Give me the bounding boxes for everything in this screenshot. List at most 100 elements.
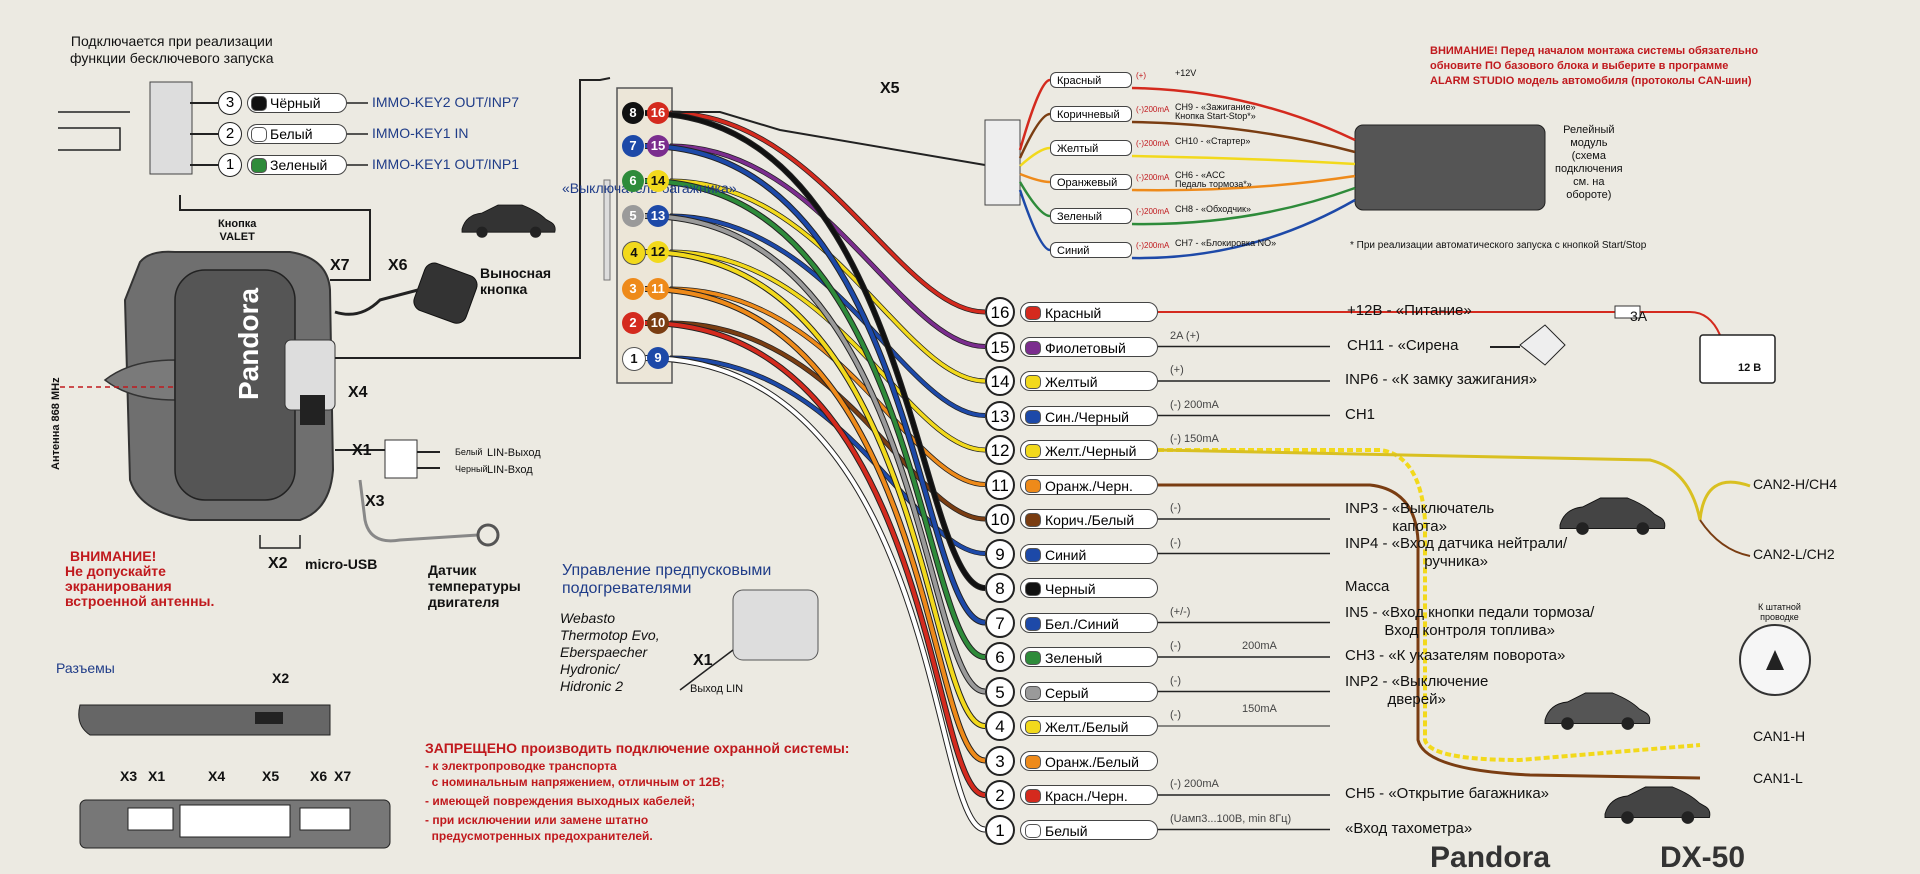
temp-sensor-cable: [358, 479, 479, 543]
can1-pair-brown: [1158, 483, 1701, 780]
conn-x4x5: [179, 804, 291, 838]
relay-channel-1: CH9 - «Зажигание» Кнопка Start-Stop*»: [1175, 102, 1256, 121]
wire-note-7: (+/-): [1170, 605, 1191, 618]
unit-brand-text: Pandora: [233, 288, 264, 400]
wire-function-5: INP2 - «Выключение дверей»: [1345, 672, 1489, 708]
wire-function-6: CH3 - «К указателям поворота»: [1345, 647, 1566, 664]
wire-3: [644, 287, 986, 763]
forbidden-item-2: - имеющей повреждения выходных кабелей;: [425, 794, 696, 808]
wire-color-name: Оранж./Черн.: [1045, 477, 1133, 494]
relay-footnote: * При реализации автоматического запуска…: [1350, 240, 1647, 251]
immo-swatch: [251, 127, 267, 142]
lin2-color: Черный: [455, 464, 488, 474]
lin-out-label: LIN-Выход: [487, 447, 541, 459]
lamp-note: К штатной проводке: [1758, 602, 1801, 622]
relay-channel-2: CH10 - «Стартер»: [1175, 136, 1251, 146]
x5-pin-left-2: 2: [622, 312, 644, 334]
x3-label: X3: [365, 493, 385, 510]
wire-label-11: Оранж./Черн.: [1020, 474, 1158, 495]
remote-button-cable: [334, 288, 419, 316]
immo-color-name: Зеленый: [270, 157, 328, 173]
pin-number-16: 16: [985, 297, 1015, 327]
remote-button-label: Выносная кнопка: [480, 265, 552, 297]
x5-pin-left-6: 6: [622, 170, 644, 192]
relay-channel-5: CH7 - «Блокировка NO»: [1175, 238, 1277, 248]
relay-channel-0: +12V: [1175, 68, 1197, 78]
valet-label: Кнопка VALET: [218, 218, 257, 243]
wire-label-15: Фиолетовый: [1020, 336, 1158, 357]
wire-function-1: «Вход тахометра»: [1345, 819, 1473, 837]
lin1-color: Белый: [455, 447, 483, 457]
temp-sensor-ring: [476, 523, 500, 547]
forbidden-item-3: - при исключении или замене штатно преду…: [425, 813, 653, 843]
wire-note-9: (-): [1170, 536, 1181, 549]
can2-l-line: [1699, 519, 1751, 557]
relay-lead-right-2: [1131, 154, 1356, 166]
wire-12: [669, 250, 986, 452]
wire-6: [644, 179, 986, 659]
immo-swatch: [251, 96, 267, 111]
x5-latch: [603, 179, 611, 281]
relay-lead-left-3: [1019, 172, 1051, 184]
immo-connector: [149, 81, 193, 175]
siren-icon: [1519, 324, 1566, 366]
wire-note-13: (-) 200mA: [1170, 398, 1219, 411]
micro-usb-label: micro-USB: [305, 556, 378, 572]
antenna-warning-text: Не допускайте экранирования встроенной а…: [65, 563, 215, 609]
x5-pin-right-12: 12: [647, 241, 669, 263]
wire-swatch-4: [1025, 720, 1041, 734]
pin-number-1: 1: [985, 814, 1015, 845]
immo-signal-2: IMMO-KEY1 IN: [372, 125, 469, 141]
power-line: [1158, 311, 1721, 336]
relay-channel-4: CH8 - «Обходчик»: [1175, 204, 1251, 214]
wire-note-12: (-) 150mA: [1170, 433, 1219, 445]
relay-wire-1: Коричневый: [1050, 106, 1132, 122]
relay-connector: [984, 119, 1021, 206]
can1l-label: CAN1-L: [1753, 770, 1803, 786]
x2-bracket: [259, 535, 301, 549]
wire-swatch-16: [1025, 306, 1041, 320]
immo-pin-1: 1: [218, 153, 242, 177]
wire-note-15: 2A (+): [1170, 329, 1200, 342]
pin-number-8: 8: [985, 573, 1015, 603]
connector-x2: X2: [272, 670, 290, 686]
connector-x6: X6: [310, 768, 328, 784]
wire-function-15: CH11 - «Сирена: [1347, 336, 1459, 354]
relay-feed: [672, 111, 986, 166]
conn-x3x1: [127, 807, 174, 831]
wire-label-7: Бел./Синий: [1020, 612, 1158, 633]
wire-swatch-13: [1025, 409, 1041, 424]
connector-x1: X1: [148, 768, 166, 784]
wire-8: [644, 111, 986, 590]
battery-label: 12 В: [1738, 362, 1762, 374]
relay-polarity-4: (-)200mA: [1136, 207, 1170, 216]
wire-function-13: CH1: [1345, 405, 1376, 423]
wire-color-name: Зеленый: [1045, 650, 1103, 666]
relay-polarity-2: (-)200mA: [1136, 139, 1170, 148]
pin-number-14: 14: [985, 366, 1015, 396]
lin-leads: [417, 451, 440, 469]
car-icon-trunk: [461, 204, 556, 238]
wire-swatch-15: [1025, 340, 1041, 355]
x5-pin-right-15: 15: [647, 135, 669, 157]
heaters-title: Управление предпусковыми подогревателями: [562, 562, 772, 597]
wire-color-name: Желтый: [1045, 374, 1098, 390]
x4-bus-cable: [335, 77, 611, 359]
wire-label-4: Желт./Белый: [1020, 716, 1158, 736]
x5-pin-right-9: 9: [647, 347, 669, 369]
fuse-icon: [1614, 305, 1641, 319]
wire-9: [669, 356, 986, 556]
wire-function-16: +12В - «Питание»: [1347, 302, 1472, 319]
x5-pin-left-1: 1: [622, 347, 646, 371]
x7-label: X7: [330, 257, 350, 274]
immo-wire-1: Зеленый: [247, 155, 347, 175]
wire-color-name: Красный: [1045, 305, 1102, 321]
relay-lead-right-0: [1131, 86, 1356, 142]
heater-icon: [732, 589, 819, 661]
wire-swatch-7: [1025, 616, 1041, 631]
relay-lead-left-5: [1018, 189, 1051, 252]
wire-color-name: Белый: [1045, 822, 1088, 839]
aux-lines: [1158, 656, 1330, 727]
wire-color-name: Син./Черный: [1045, 408, 1129, 425]
